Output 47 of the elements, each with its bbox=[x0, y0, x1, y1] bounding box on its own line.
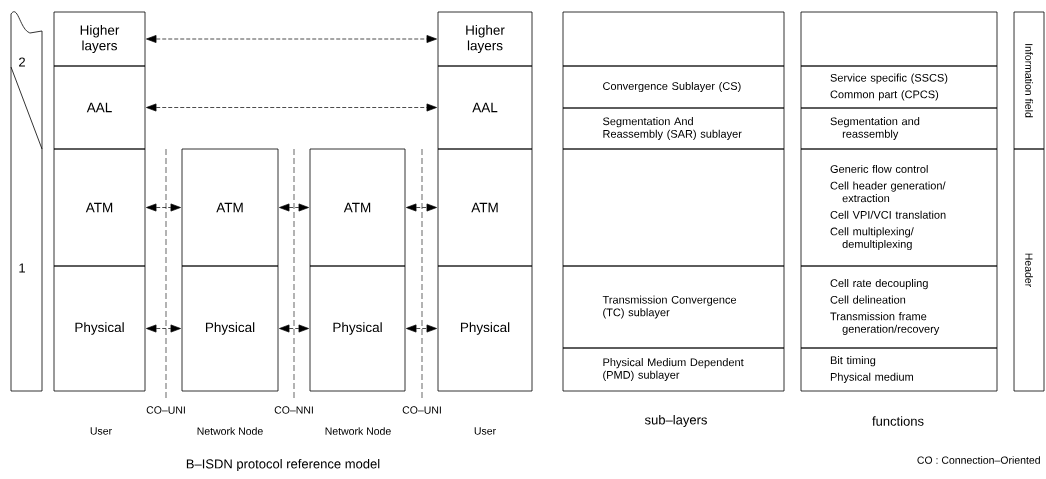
footnote: CO : Connection–Oriented bbox=[917, 456, 1040, 464]
peer-arrow bbox=[146, 103, 437, 112]
function-box: Generic flow control Cell header generation/ extraction Cell VPI/VCI translation Cell multiplexing/ demultiplexing bbox=[800, 148, 998, 267]
function-box: Bit timing Physical medium bbox=[800, 347, 998, 392]
cell-field-box: Information field bbox=[1013, 11, 1045, 150]
peer-arrow bbox=[146, 203, 181, 212]
layer-box: ATM bbox=[181, 148, 279, 267]
function-box: Service specific (SSCS) Common part (CPCS) bbox=[800, 65, 998, 109]
function-box: Segmentation and reassembly bbox=[800, 107, 998, 150]
interface-label: CO–UNI bbox=[402, 406, 441, 414]
empty-box bbox=[562, 11, 785, 67]
layer-box: Higher layers bbox=[53, 11, 146, 67]
peer-arrow bbox=[279, 324, 309, 333]
cell-field-box: Header bbox=[1013, 148, 1045, 392]
empty-box bbox=[562, 148, 785, 267]
layer-box: AAL bbox=[53, 65, 146, 150]
caption: B–ISDN protocol reference model bbox=[186, 458, 380, 472]
column-heading: functions bbox=[872, 416, 924, 426]
node-label: Network Node bbox=[197, 427, 263, 435]
layer-box: ATM bbox=[309, 148, 406, 267]
sublayer-box: Convergence Sublayer (CS) bbox=[562, 65, 785, 109]
node-label: User bbox=[474, 427, 496, 435]
layer-box: AAL bbox=[437, 65, 533, 150]
layer-box: ATM bbox=[437, 148, 533, 267]
layer-box: Physical bbox=[53, 265, 146, 392]
peer-arrow bbox=[406, 203, 437, 212]
sublayer-box: Transmission Convergence (TC) sublayer bbox=[562, 265, 785, 349]
sublayer-box: Segmentation And Reassembly (SAR) sublayer bbox=[562, 107, 785, 150]
peer-arrow bbox=[146, 324, 181, 333]
interface-label: CO–NNI bbox=[274, 406, 313, 414]
layer-box: Physical bbox=[309, 265, 406, 392]
sublayer-box: Physical Medium Dependent (PMD) sublayer bbox=[562, 347, 785, 392]
layer-number: 2 bbox=[19, 57, 25, 67]
column-heading: sub–layers bbox=[644, 414, 707, 428]
empty-box bbox=[800, 11, 998, 67]
layer-box: Physical bbox=[437, 265, 533, 392]
layer-box: ATM bbox=[53, 148, 146, 267]
peer-arrow bbox=[406, 324, 437, 333]
node-label: User bbox=[90, 427, 112, 435]
function-box: Cell rate decoupling Cell delineation Transmission frame generation/recovery bbox=[800, 265, 998, 349]
peer-arrow bbox=[279, 203, 309, 212]
layer-box: Higher layers bbox=[437, 11, 533, 67]
layer-box: Physical bbox=[181, 265, 279, 392]
interface-label: CO–UNI bbox=[146, 406, 185, 414]
peer-arrow bbox=[146, 35, 437, 43]
layer-number: 1 bbox=[19, 263, 25, 273]
node-label: Network Node bbox=[325, 427, 391, 435]
